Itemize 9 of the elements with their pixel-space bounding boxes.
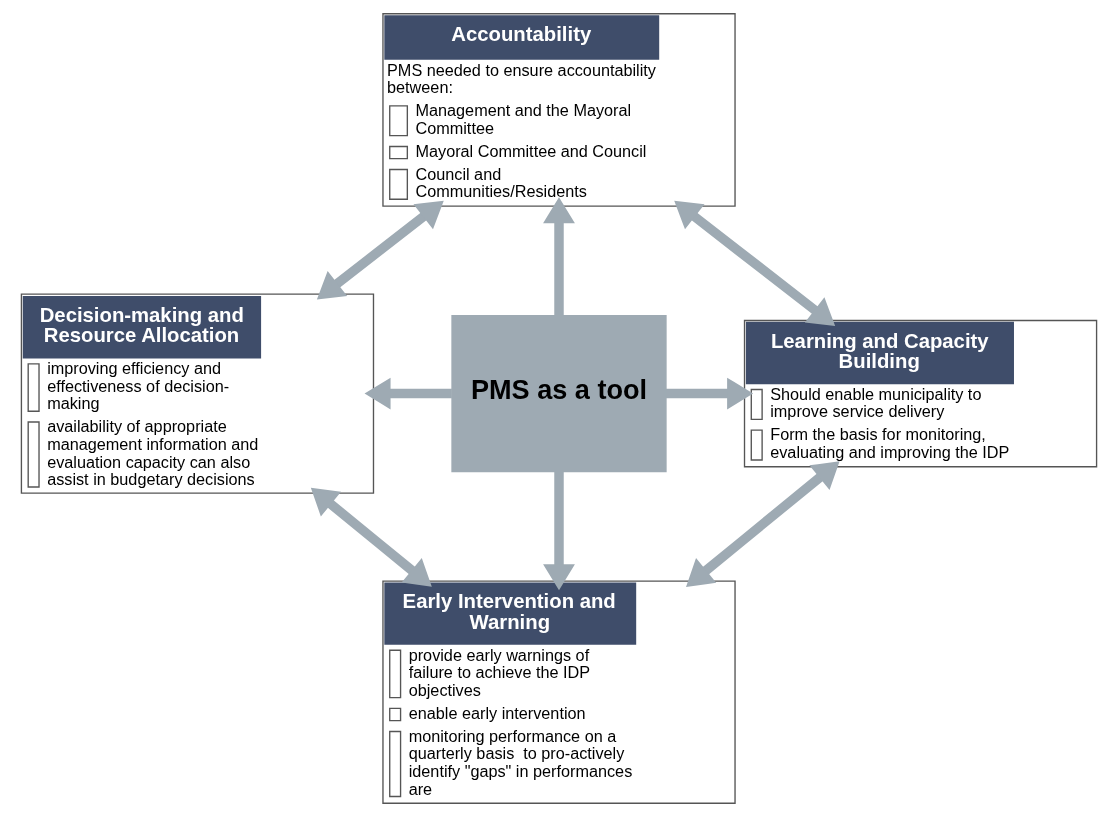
arrow	[310, 487, 432, 587]
arrow	[364, 377, 452, 410]
node-box: PMS as a tool	[451, 315, 667, 473]
arrow	[316, 200, 444, 300]
arrow	[543, 471, 575, 591]
arrow	[666, 377, 754, 410]
arrow	[543, 197, 575, 316]
arrow	[674, 200, 836, 326]
arrow	[686, 461, 840, 587]
